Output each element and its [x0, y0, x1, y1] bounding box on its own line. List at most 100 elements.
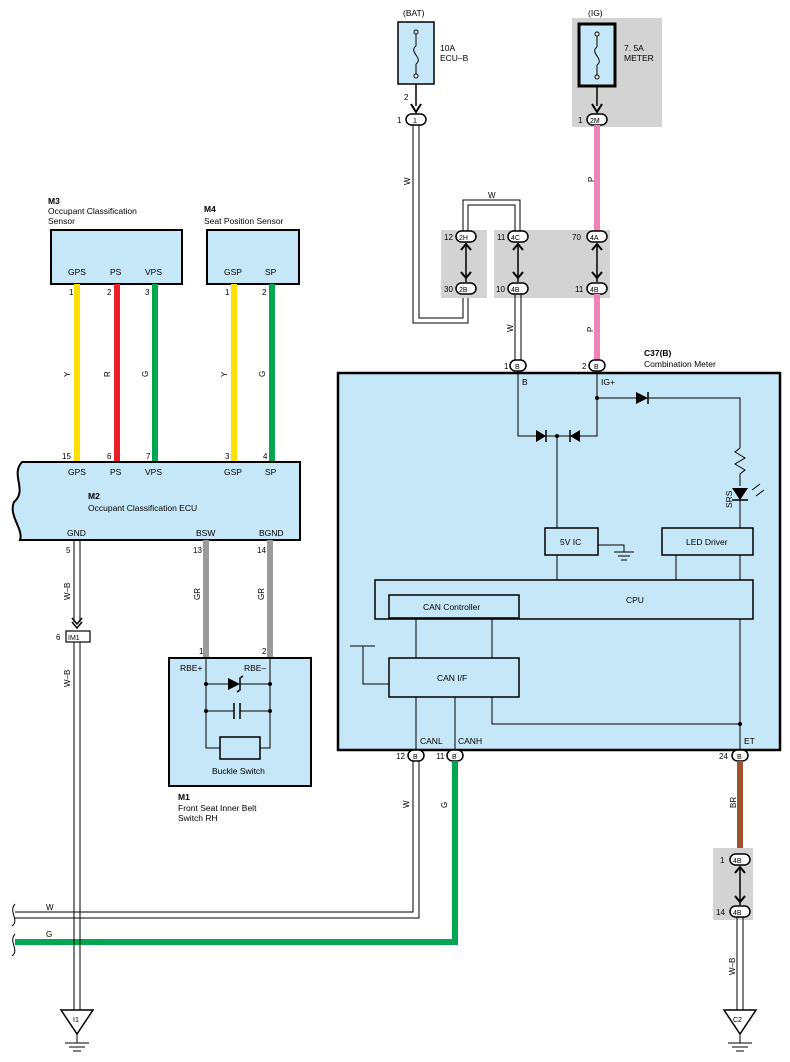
ig-fuse-node-bottom: [594, 74, 600, 80]
m2-sp-label: SP: [265, 467, 277, 477]
m1-buckle-switch: [219, 736, 261, 760]
canl-wire-color: W: [402, 800, 411, 808]
bridge-wire-inner: [467, 204, 516, 234]
m2-ps-num: 6: [107, 452, 112, 461]
c37-diode-3: [636, 392, 648, 404]
m2-id: M2: [88, 491, 100, 501]
junction-2h-connector: [455, 230, 477, 243]
m1-rbe-minus: RBE–: [244, 663, 266, 673]
c2-junction-top-label: 4B: [733, 858, 742, 865]
gnd-wire2-color: W–B: [63, 670, 72, 687]
ig-connector-arrow: [591, 103, 603, 114]
c37-srs-label: SRS: [724, 490, 734, 508]
vps-wire-color: G: [141, 371, 150, 377]
c37-resistor: [734, 447, 746, 486]
c37-b-conn-label: B: [515, 364, 520, 371]
c37-srs-led: [732, 488, 748, 500]
ig-wire-color: P: [587, 177, 596, 182]
bat-source-label: (BAT): [403, 8, 425, 18]
c37-name: Combination Meter: [644, 359, 716, 369]
m1-name: Front Seat Inner Belt: [178, 803, 257, 813]
c37-5v-ground: [598, 544, 625, 552]
c37-canh-num: 11: [436, 752, 445, 761]
im1-arrow: [71, 617, 83, 630]
junction-4c-pin: 11: [497, 233, 506, 242]
c37-canl-connector: [407, 749, 425, 762]
m2-gps-num: 15: [62, 452, 71, 461]
im1-pin: 6: [56, 633, 61, 642]
c37-srs-trace: [648, 397, 741, 448]
i1-ground-label: I1: [73, 1017, 79, 1024]
m1-name2: Switch RH: [178, 813, 218, 823]
bottom-w-color: W: [46, 903, 54, 912]
m3-id: M3: [48, 196, 60, 206]
im1-label: IM1: [68, 635, 80, 642]
m2-vps-num: 7: [146, 452, 151, 461]
c2-junction-top-pin: 1: [720, 856, 725, 865]
m2-bsw-label: BSW: [196, 528, 215, 538]
m3-ps-label: PS: [110, 267, 122, 277]
bat-fuse-element: [413, 45, 419, 65]
c37-can-if-ground: [350, 645, 389, 685]
bat-pin-num: 2: [404, 93, 409, 102]
c37-diode-1: [536, 430, 546, 442]
junction-2b-pin: 30: [444, 285, 453, 294]
c37-pin-ig-label: IG+: [601, 377, 615, 387]
c37-ground-symbol: [614, 551, 634, 561]
m1-pin-num-right: 2: [262, 647, 267, 656]
m3-gps-label: GPS: [68, 267, 86, 277]
m2-gps-label: GPS: [68, 467, 86, 477]
m1-node-2: [268, 682, 272, 686]
bat-wire-outer: [412, 125, 469, 324]
m4-gsp-num: 1: [225, 288, 230, 297]
junction-4b-mid-connector: [507, 282, 529, 295]
m2-bgnd-label: BGND: [259, 528, 284, 538]
bsw-wire-color: GR: [193, 588, 202, 600]
m1-node-3: [204, 709, 208, 713]
gps-wire-color: Y: [63, 371, 72, 377]
c37-et-conn-label: B: [737, 754, 742, 761]
ig-fuse-element: [594, 46, 600, 66]
mid-pink-color: P: [586, 327, 595, 332]
m2-gnd-num: 5: [66, 546, 71, 555]
m4-box: [206, 229, 300, 285]
c37-srs-led-rays: [751, 483, 765, 497]
junction-2b-connector: [455, 282, 477, 295]
bat-connector-arrow: [410, 103, 422, 114]
c37-can-if: [388, 657, 520, 698]
bat-fuse-node-bottom: [413, 73, 419, 79]
m1-rbe-plus: RBE+: [180, 663, 202, 673]
junction-4b-mid-pin: 10: [496, 285, 505, 294]
c37-5v-ic: [544, 527, 599, 556]
bat-connector: [405, 113, 427, 126]
c37-ig-trace: [580, 373, 598, 437]
c37-can-if-label: CAN I/F: [437, 673, 467, 683]
m1-node-1: [204, 682, 208, 686]
c37-canl-num: 12: [396, 752, 405, 761]
m1-node-4: [268, 709, 272, 713]
junction-4b-right-pin: 11: [575, 285, 584, 294]
ig-fuse-node-top: [594, 31, 600, 37]
c2-junction-bot-pin: 14: [716, 908, 725, 917]
m4-gsp-label: GSP: [224, 267, 242, 277]
i1-ground-symbol: [65, 1034, 89, 1052]
et-wire-color: BR: [729, 797, 738, 808]
mid-wire-color: W: [506, 324, 515, 332]
m1-id: M1: [178, 792, 190, 802]
c37-5v-ic-label: 5V IC: [560, 537, 581, 547]
c37-et-num: 24: [719, 752, 728, 761]
c37-b-connector: [509, 359, 527, 372]
bat-fuse-amp: 10A: [440, 43, 455, 53]
c2-ground-symbol: [728, 1034, 752, 1052]
junction-4b-mid-label: 4B: [511, 287, 520, 294]
ig-connector-label: 2M: [590, 118, 600, 125]
bat-fuse-node-top: [413, 29, 419, 35]
canl-wire-inner: [15, 761, 420, 919]
i1-ground-triangle: [59, 1009, 95, 1036]
ig-fuse-amp: 7. 5A: [624, 43, 644, 53]
m3-vps-label: VPS: [145, 267, 162, 277]
m2-bgnd-num: 14: [257, 546, 266, 555]
c37-led-driver-label: LED Driver: [686, 537, 728, 547]
m2-vps-label: VPS: [145, 467, 162, 477]
